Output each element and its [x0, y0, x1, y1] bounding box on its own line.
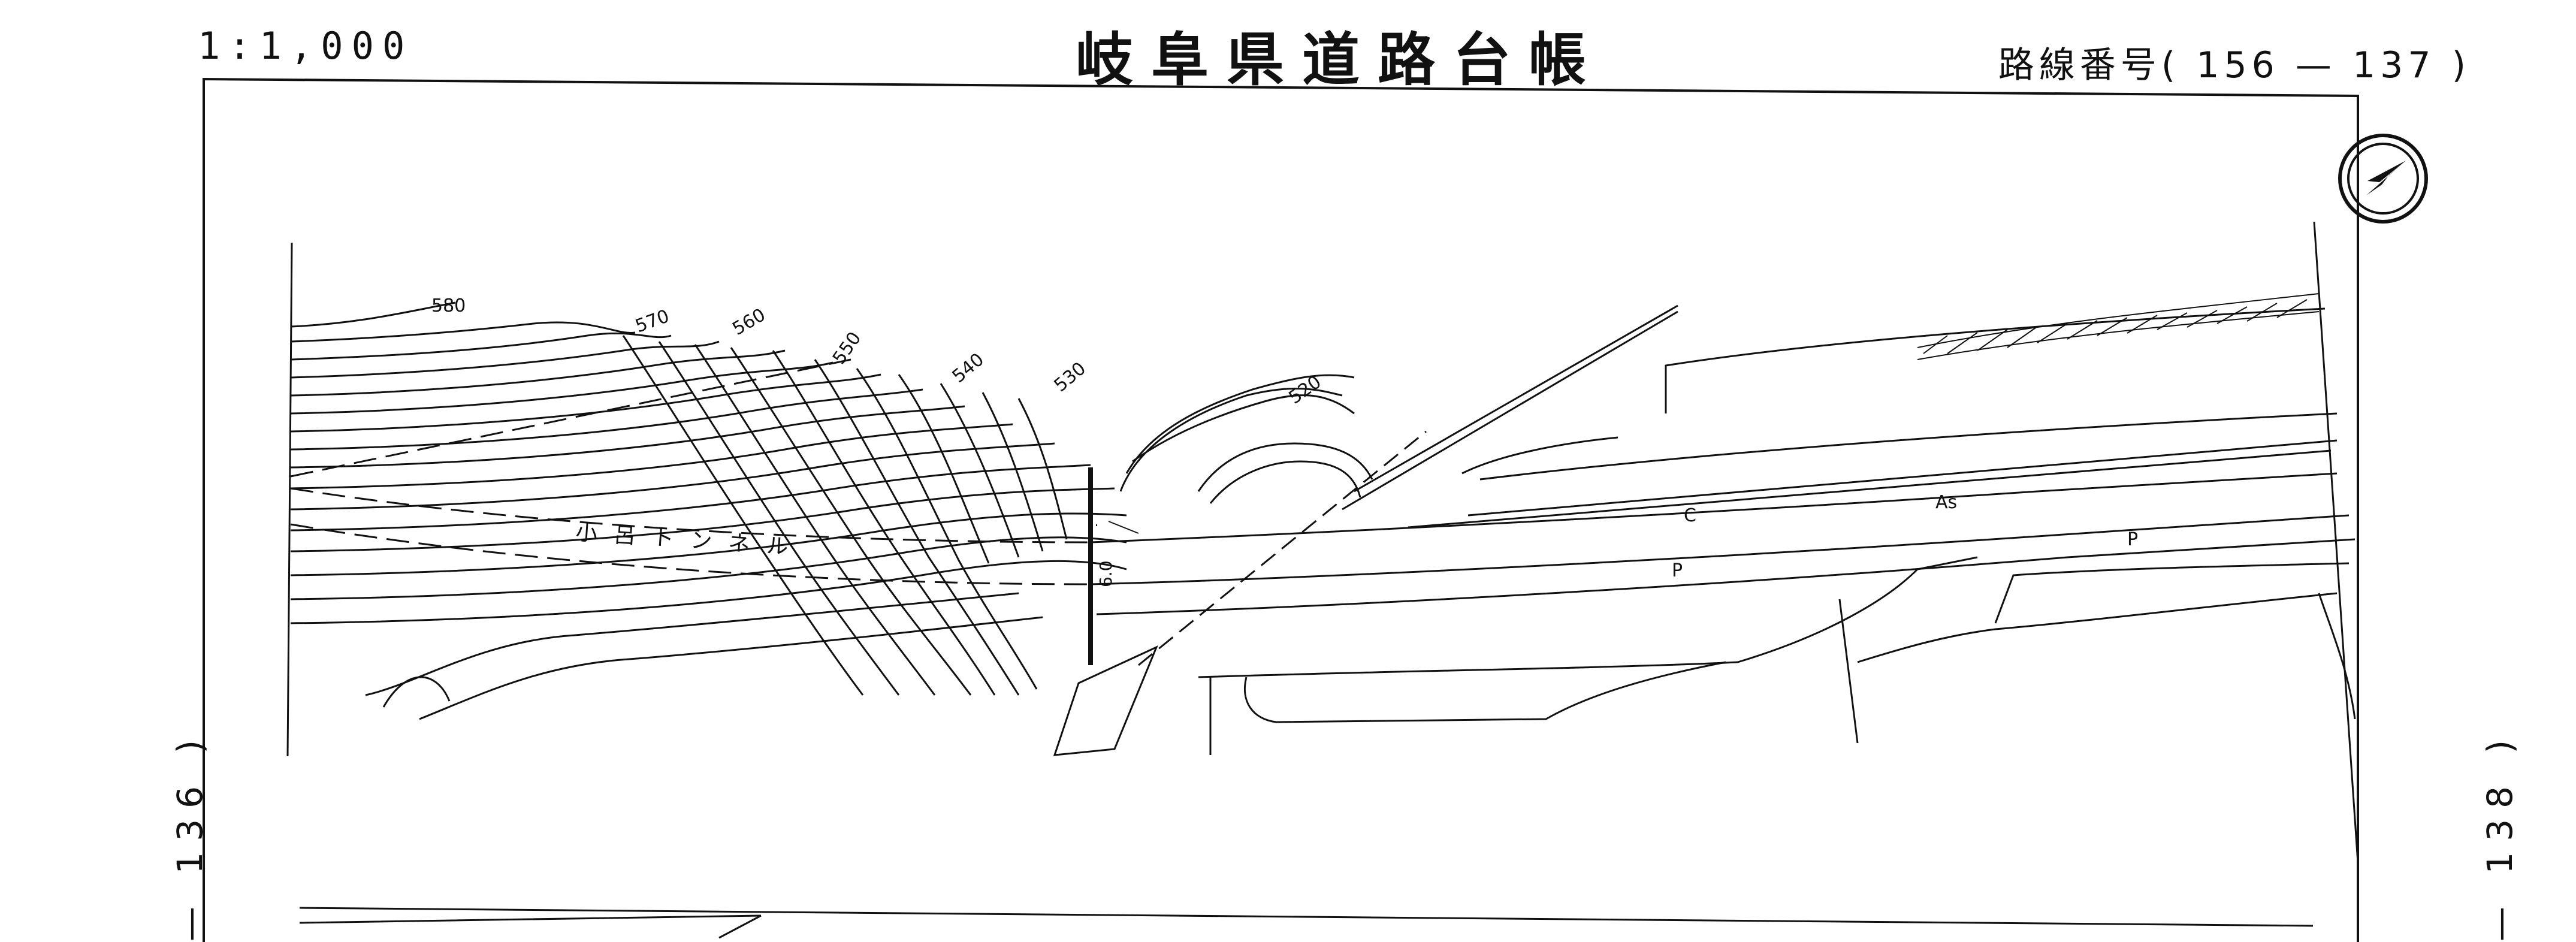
- surface-type-label: As: [1935, 492, 1957, 513]
- map-frame: [203, 77, 2359, 942]
- centerline-dashed: [1138, 430, 1427, 666]
- map-scale: 1:1,000: [198, 24, 413, 68]
- contour-label-520: 520: [1285, 372, 1325, 409]
- drawing-edge-left: [286, 242, 293, 757]
- steep-contours: [622, 335, 1068, 696]
- parking-label-a: P: [1672, 560, 1683, 581]
- route-number: 路線番号( 156 — 137 ): [1998, 44, 2471, 86]
- parking-label-b: P: [2127, 529, 2138, 550]
- drawing-edge-right: [2313, 221, 2359, 864]
- contour-label-580: 580: [431, 295, 466, 316]
- road-width-label: 6.0: [1096, 560, 1116, 587]
- slope-hatching: [1096, 293, 2320, 534]
- knoll-contours: [1119, 374, 1373, 504]
- contour-lines: [290, 301, 1127, 720]
- contour-label-530: 530: [1050, 358, 1090, 397]
- contour-label-560: 560: [729, 304, 769, 340]
- tunnel-outline: [290, 358, 1091, 585]
- road-edges: [1090, 307, 2355, 615]
- contour-label-570: 570: [633, 306, 672, 337]
- approach-ramp: [1342, 304, 1678, 511]
- retaining-wall: [1053, 645, 1158, 756]
- road-center-label: C: [1684, 505, 1696, 526]
- lower-strip: [299, 907, 2314, 939]
- north-arrow-icon: [2338, 134, 2428, 224]
- parking-area: [1198, 556, 2356, 755]
- page-title: 岐阜県道路台帳: [1076, 26, 1604, 93]
- contour-label-540: 540: [949, 349, 988, 388]
